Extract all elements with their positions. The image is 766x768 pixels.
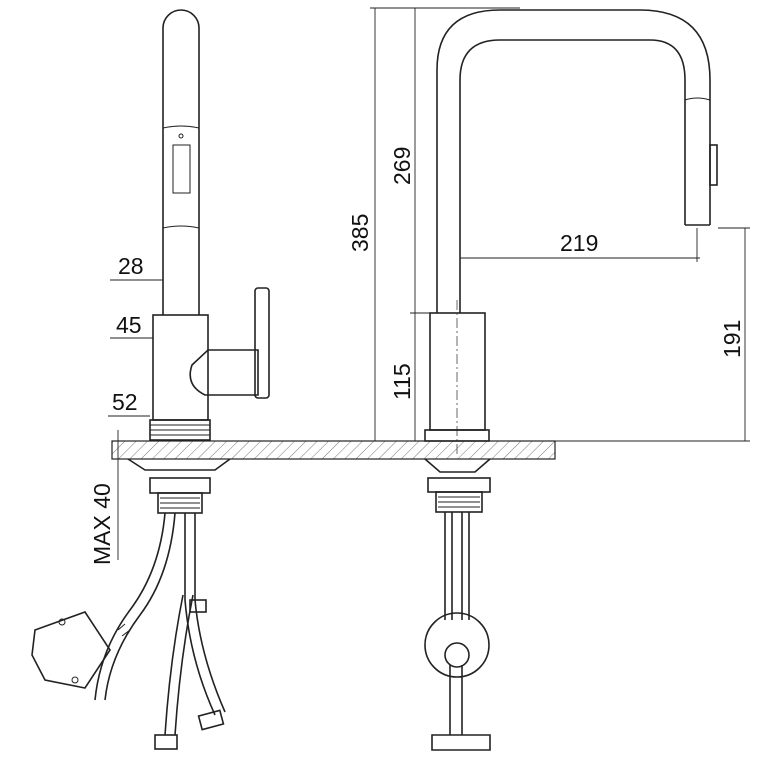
dim-reach: 219	[560, 230, 598, 256]
dim-spout-height: 269	[389, 147, 415, 185]
dim-total-height: 385	[347, 214, 373, 252]
dim-outlet-height: 191	[719, 320, 745, 358]
countertop	[111, 440, 556, 460]
dim-spout-diameter: 28	[118, 253, 144, 279]
dim-body-diameter: 45	[116, 312, 142, 338]
side-view-dimensions: 28 45 52 MAX 40	[89, 253, 163, 565]
side-view-faucet	[31, 9, 270, 750]
front-view-faucet	[424, 9, 718, 751]
dim-base-diameter: 52	[112, 389, 138, 415]
dim-max-counter-thickness: MAX 40	[89, 483, 115, 565]
front-view-dimensions: 385 269 115 219 191	[347, 7, 750, 442]
dim-body-height: 115	[389, 363, 415, 400]
